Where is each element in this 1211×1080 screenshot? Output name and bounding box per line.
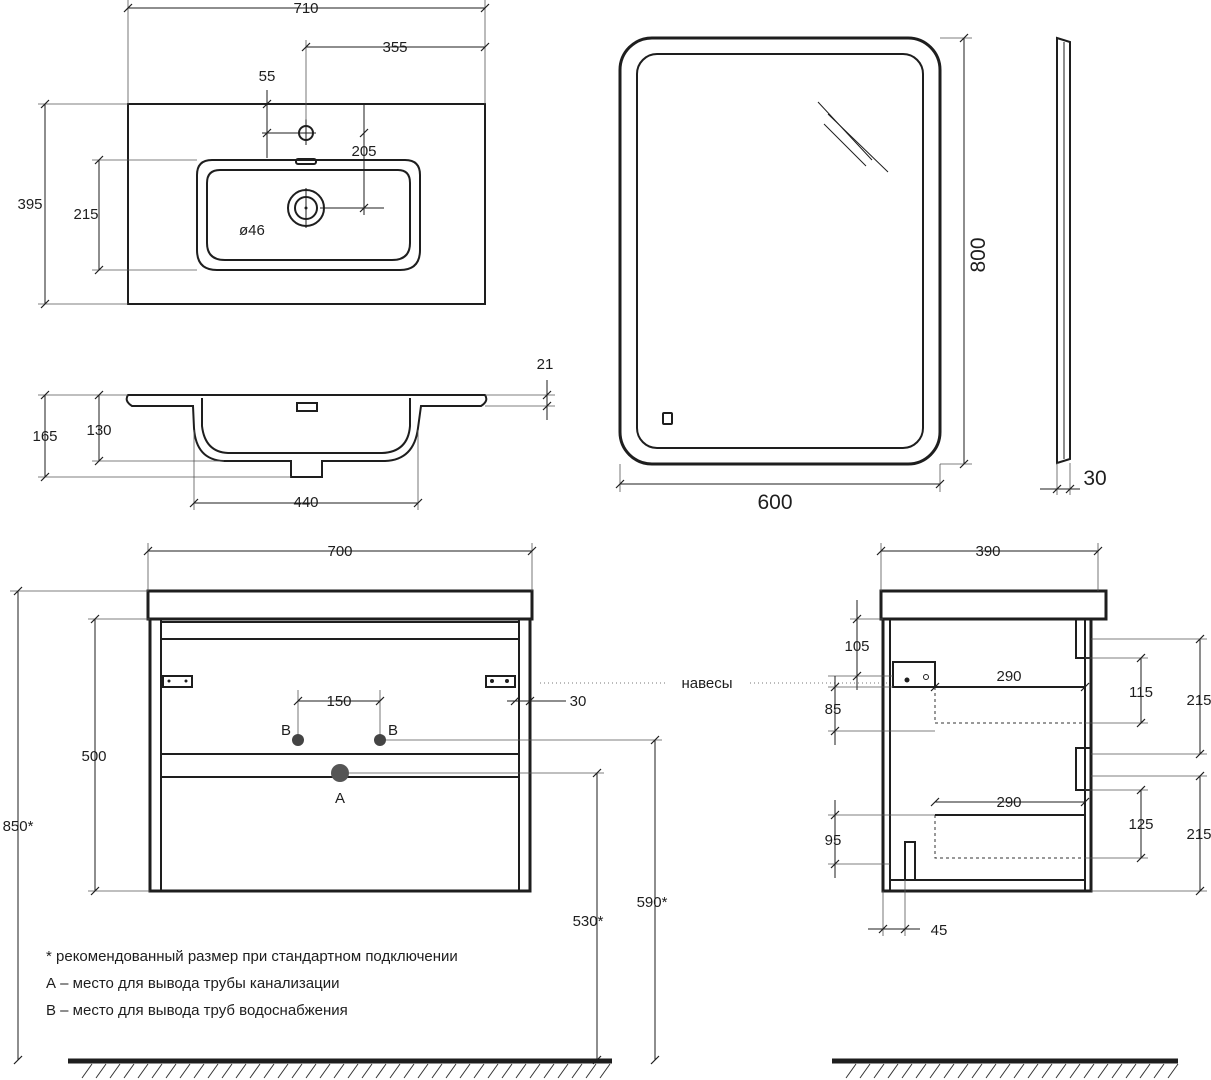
dim-hanger-offset: 30 (570, 693, 587, 710)
supply-hole-left (292, 734, 304, 746)
dim-total-height: 850* (3, 818, 34, 835)
floor-hatch-front (81, 1063, 611, 1079)
dim-side-depth: 390 (975, 543, 1000, 560)
dim-upper-drawer-depth: 290 (996, 668, 1021, 685)
dim-tap-offset: 55 (259, 68, 276, 85)
dim-basin-width: 710 (293, 0, 318, 17)
side-hanger-bracket (892, 661, 936, 688)
cabinet-side-view: 390 105 85 290 115 215 290 (825, 543, 1211, 1079)
dim-basin-depth: 395 (17, 196, 42, 213)
basin-bowl-inner (206, 169, 411, 261)
dim-side-top-gap: 105 (844, 638, 869, 655)
dim-hole-spacing: 150 (326, 693, 351, 710)
dim-lower-front: 215 (1186, 826, 1211, 843)
dim-mirror-width: 600 (757, 491, 792, 514)
overflow-slot (295, 158, 317, 165)
dim-bowl-height: 130 (86, 422, 111, 439)
front-countertop (146, 589, 534, 621)
dim-bowl-width: 440 (293, 494, 318, 511)
touch-sensor-icon (662, 412, 673, 425)
note-drain: А – место для вывода трубы канализации (46, 975, 339, 992)
note-recommended: * рекомендованный размер при стандартном… (46, 948, 458, 965)
dim-lower-drawer-depth: 290 (996, 794, 1021, 811)
hanger-right (485, 675, 516, 688)
note-supply: В – место для вывода труб водоснабжения (46, 1002, 348, 1019)
side-countertop (879, 589, 1108, 621)
drain-hole (331, 764, 349, 782)
side-cabinet-body (881, 617, 1093, 893)
hanger-left (162, 675, 193, 688)
dim-basin-half-width: 355 (382, 39, 407, 56)
basin-top-view: 710 355 55 205 ø46 395 215 (17, 0, 490, 309)
basin-section-inner (201, 398, 411, 454)
basin-top-outline (127, 103, 486, 305)
front-cabinet-body (148, 617, 532, 893)
dim-upper-front: 215 (1186, 692, 1211, 709)
label-b-right: B (388, 722, 398, 739)
dim-side-middle-gap: 85 (825, 701, 842, 718)
dim-side-bottom-gap: 95 (825, 832, 842, 849)
side-upper-drawer (934, 687, 1085, 724)
side-plinth (904, 841, 916, 881)
mirror-side-profile (1056, 36, 1071, 465)
basin-bowl-outer (196, 159, 421, 271)
section-overflow (296, 402, 318, 412)
mirror-outer-frame (618, 36, 942, 466)
dim-supply-height: 590* (637, 894, 668, 911)
dim-side-plinth: 45 (931, 922, 948, 939)
hangers-label: навесы (681, 675, 732, 692)
dim-drain-height: 530* (573, 913, 604, 930)
floor-hatch-side (845, 1063, 1179, 1079)
dim-section-height: 165 (32, 428, 57, 445)
basin-section-view: 21 165 130 440 (32, 356, 555, 511)
dim-drain-diameter: ø46 (239, 222, 265, 239)
dim-drain-offset: 205 (351, 143, 376, 160)
label-a: A (335, 790, 345, 807)
dim-lower-drawer-height: 125 (1128, 816, 1153, 833)
dim-upper-drawer-height: 115 (1129, 684, 1153, 701)
dim-mirror-depth: 30 (1083, 467, 1106, 490)
cabinet-front-view: B B A 150 30 навесы 700 500 (3, 543, 890, 1079)
supply-hole-right (374, 734, 386, 746)
front-upper-drawer (160, 621, 520, 640)
dim-cabinet-body-height: 500 (81, 748, 106, 765)
mirror-view: 800 600 30 (615, 33, 1107, 514)
mirror-inner-frame (636, 53, 924, 449)
label-b-left: B (281, 722, 291, 739)
notes: * рекомендованный размер при стандартном… (46, 948, 458, 1019)
dim-mirror-height: 800 (967, 237, 990, 272)
dim-bowl-depth: 215 (73, 206, 98, 223)
basin-section-outline (125, 394, 488, 478)
dim-slab-thickness: 21 (537, 356, 554, 373)
dim-cabinet-width: 700 (327, 543, 352, 560)
side-lower-drawer (934, 815, 1085, 859)
